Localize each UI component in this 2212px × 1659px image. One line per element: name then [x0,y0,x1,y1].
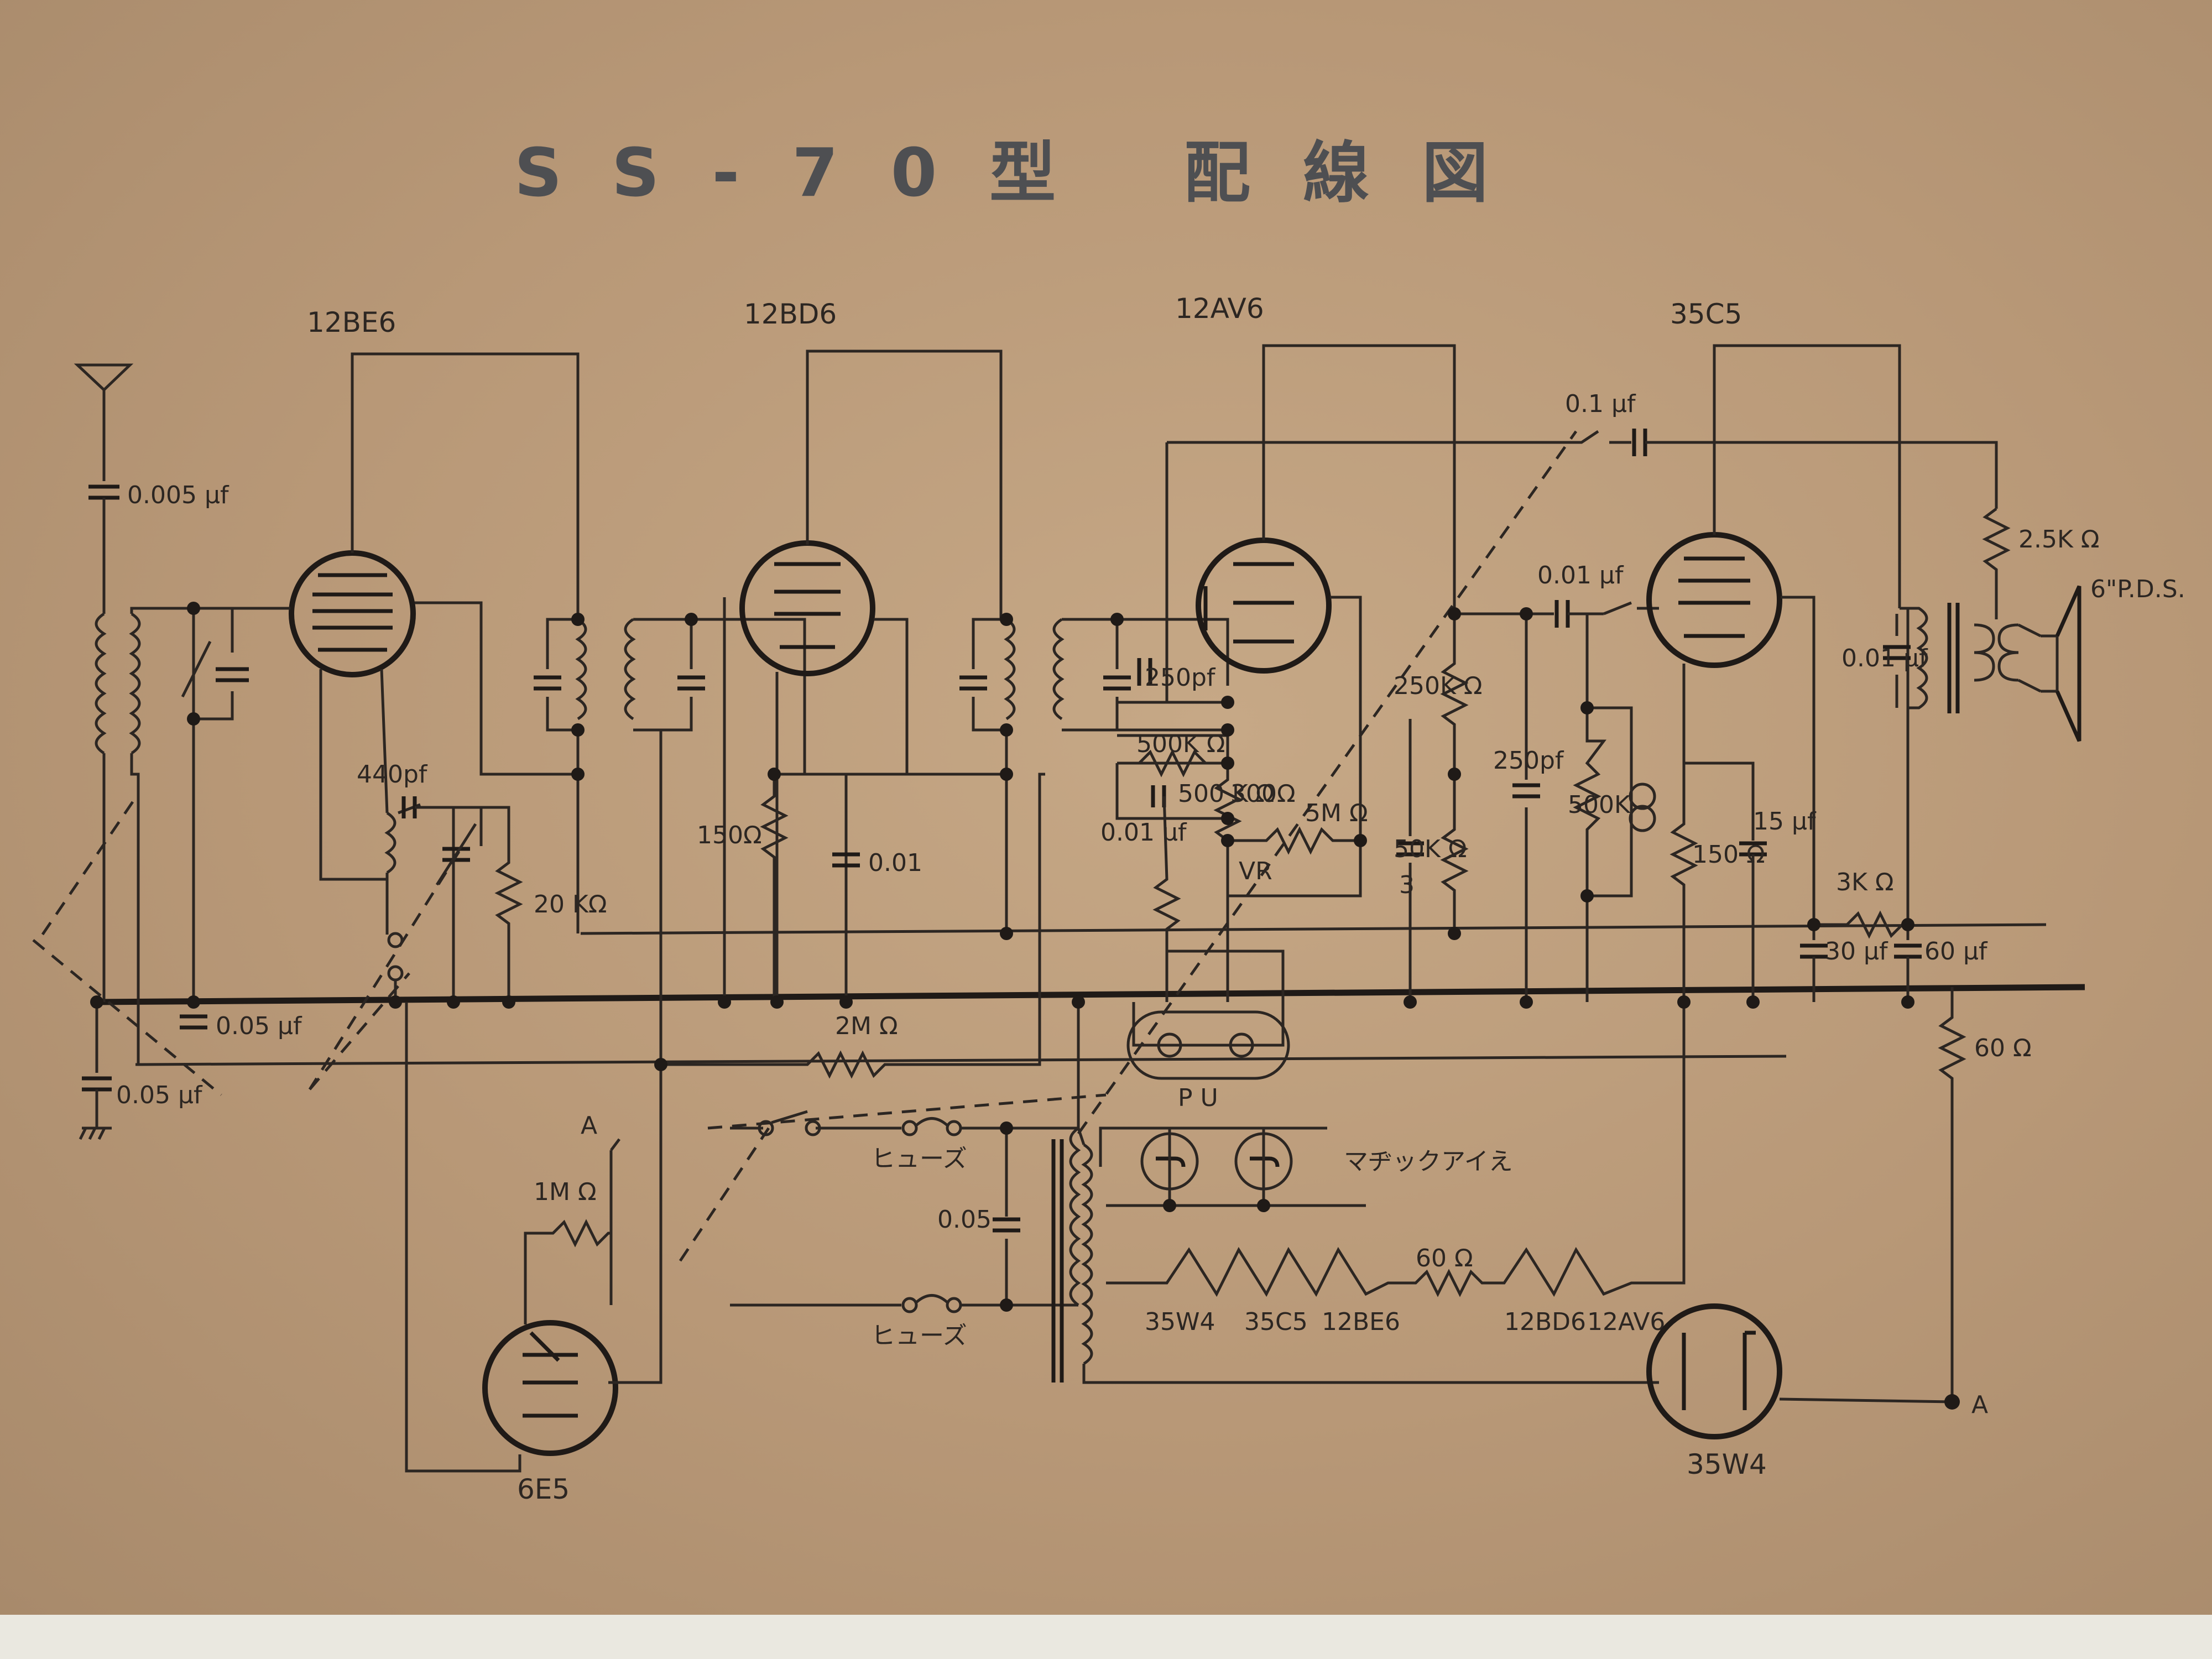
label-tube-12bd6: 12BD6 [744,298,837,330]
label-tube-12av6: 12AV6 [1175,293,1264,325]
resistor-2m [661,773,1045,1079]
label-c-001-det: 0.01 μf [1100,818,1187,847]
label-c-antenna: 0.005 μf [127,481,229,509]
label-c-ground: 0.05 μf [116,1081,203,1109]
label-c-005-tr: 0.05 [937,1206,992,1234]
ground-capacitor [79,1002,112,1140]
gang-line-1 [32,801,222,1096]
label-r-cathode-if: 150Ω [697,821,762,849]
phono-jack [1126,1010,1290,1080]
label-c-001-out: 0.01 μf [1841,644,1928,672]
label-heater-12av6: 12AV6 [1587,1308,1665,1336]
label-r-2-5k: 2.5K Ω [2018,525,2099,554]
detector-capacitor [1151,785,1181,1002]
label-magic-eye: マヂックアイえ [1344,1147,1513,1176]
label-r-3k: 3K Ω [1836,868,1893,896]
label-fuse-1: ヒューズ [871,1145,967,1173]
power-transformer [1051,1002,1659,1384]
label-point-a1: A [581,1112,597,1140]
label-c-250-out: 250pf [1493,747,1564,775]
output-resistor [1982,508,2011,619]
label-c-15: 15 μf [1753,807,1817,836]
gang-line-5 [1077,430,1578,1135]
label-c-bus: 0.05 μf [216,1012,302,1040]
label-c-30: 30 μf [1825,937,1888,966]
gang-line-2 [308,851,461,1091]
label-r-150-out: 150 Ω [1692,841,1765,869]
paper-sheet [0,0,2212,1615]
tuning-capacitor-1 [181,607,249,1002]
tube-35w4 [1646,1303,1953,1439]
avc-line [580,923,2047,935]
label-heater-12bd6: 12BD6 [1504,1308,1586,1336]
antenna-coil [95,607,194,1065]
label-c-osc: 440pf [357,760,428,789]
diagram-title: SS-70型 配線図 [514,135,1541,212]
label-c-250-det: 250pf [1145,664,1216,692]
label-r-50k: 50K Ω [1394,835,1467,863]
oscillator-resistor [481,806,523,1002]
label-r-500k-b: 500 K Ω [1178,780,1274,808]
gang-line-3 [679,1127,770,1262]
if-transformer-1 [534,618,907,1065]
label-heater-35w4: 35W4 [1145,1308,1215,1336]
line-capacitor [993,1128,1020,1305]
label-speaker: 6"P.D.S. [2090,575,2185,603]
label-r-2m: 2M Ω [835,1012,898,1040]
fuse-2 [730,1294,1078,1313]
label-c-01-fb: 0.1 μf [1565,390,1636,418]
label-tube-35c5: 35C5 [1670,298,1742,330]
if-transformer-2 [959,618,1229,933]
junction-dots [90,602,1960,1410]
label-c-3: 3 [1399,871,1415,899]
cathode-resistor-if [760,774,789,1002]
label-tube-12be6: 12BE6 [307,306,396,338]
label-heater-35c5: 35C5 [1244,1308,1308,1336]
bus-capacitor [180,1014,207,1030]
tube-12bd6 [723,349,1006,1002]
tube-35c5 [1646,344,1901,1002]
output-transformer [1883,603,2019,713]
vr-loop [1132,950,1285,1047]
label-pu: P U [1178,1084,1218,1112]
label-r-500k-tone: 500K [1568,791,1631,819]
oscillator-coil [384,803,421,1002]
fuse-1 [730,1110,1078,1136]
label-r-5m: 5M Ω [1305,799,1368,827]
label-heater-12be6: 12BE6 [1322,1308,1400,1336]
label-r-osc: 20 KΩ [534,890,607,919]
label-r-250k: 250K Ω [1394,672,1482,700]
label-r-60-heater: 60 Ω [1416,1244,1473,1272]
label-fuse-2: ヒューズ [871,1322,967,1350]
feedback-capacitor [1543,429,1998,509]
antenna-symbol [74,363,134,481]
label-r-1m: 1M Ω [534,1178,597,1206]
speaker-icon [2017,585,2081,742]
label-r-300: 300Ω [1230,780,1296,808]
oscillator-capacitor [401,796,483,1002]
antenna-capacitor [88,484,119,614]
b-plus-line [135,1055,1787,1066]
label-point-a2: A [1971,1391,1988,1419]
label-r-500k-a: 500K Ω [1136,730,1225,758]
cathode-capacitor-if [832,852,860,868]
tube-12be6 [194,352,580,881]
tube-6e5 [405,1002,662,1473]
heater-chain [1139,1002,1686,1297]
label-tube-6e5: 6E5 [517,1473,570,1505]
gang-line-4 [707,1093,1107,1130]
label-vr: VR [1239,857,1272,885]
label-c-60: 60 μf [1924,937,1988,966]
label-tube-35w4: 35W4 [1687,1448,1767,1480]
label-c-001-grid: 0.01 μf [1537,561,1624,589]
label-r-60: 60 Ω [1974,1034,2032,1062]
filter-network [1800,608,1966,1402]
label-c-cathode-if: 0.01 [868,849,922,877]
pilot-lamps [1140,1128,1293,1206]
